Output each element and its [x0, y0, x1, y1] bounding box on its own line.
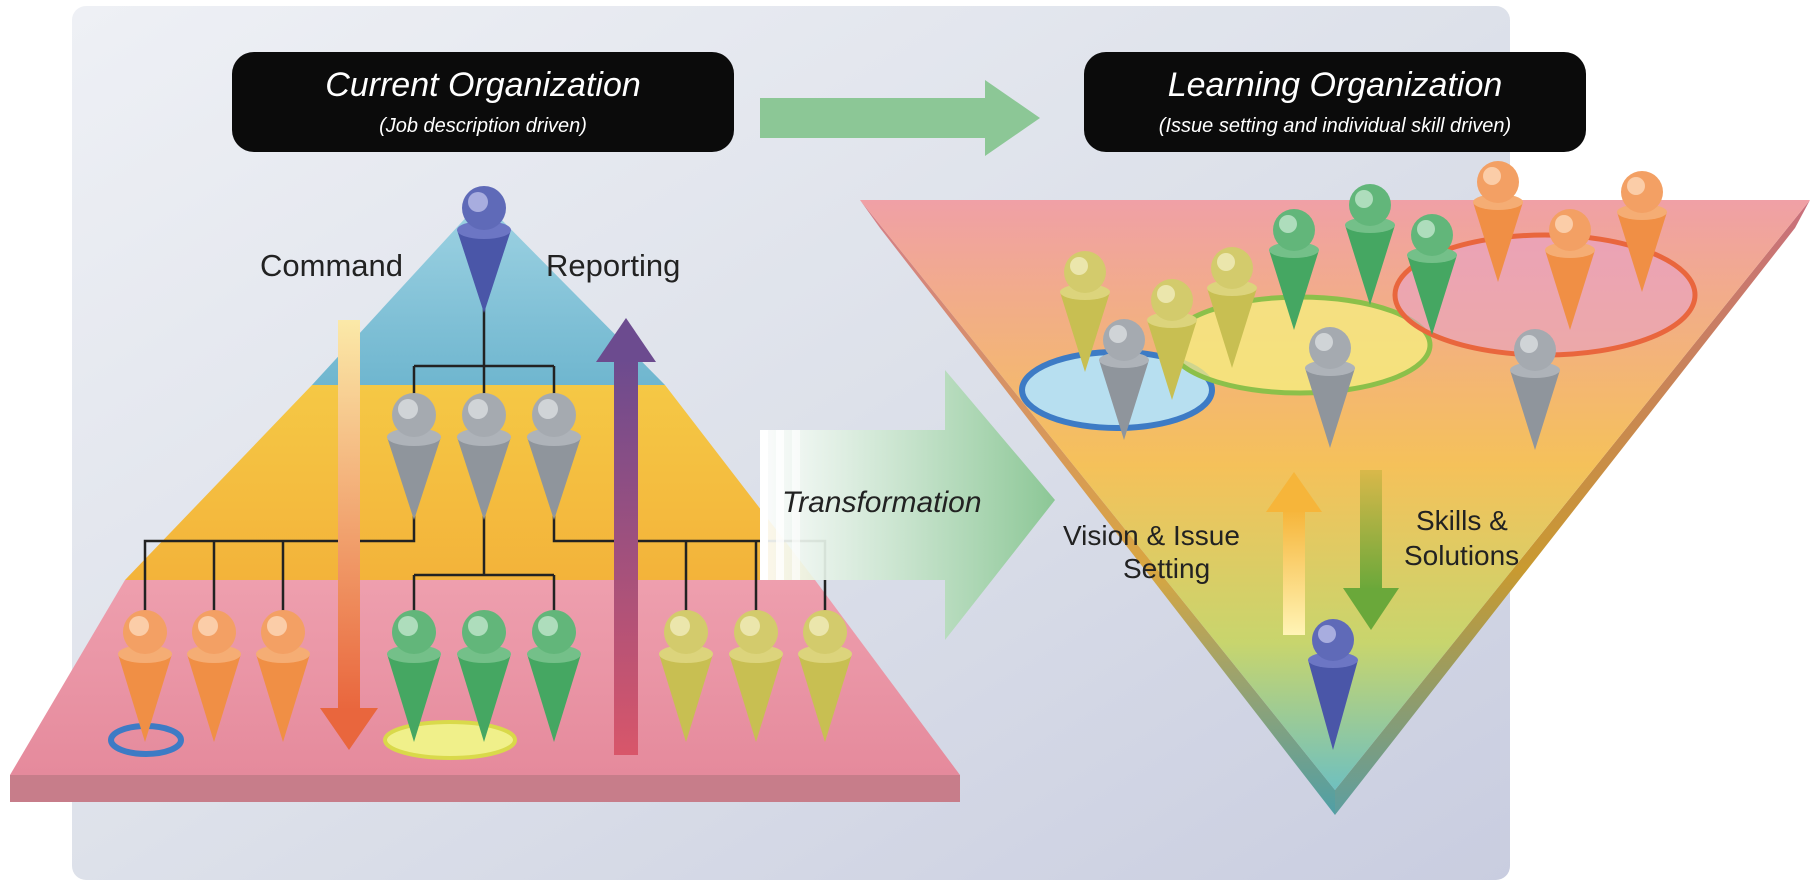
transformation-arrow — [760, 370, 1055, 640]
person-olive — [798, 610, 852, 742]
current-organization-subtitle: (Job description driven) — [379, 115, 587, 137]
person-olive — [729, 610, 783, 742]
learning-organization-subtitle: (Issue setting and individual skill driv… — [1159, 115, 1511, 137]
person-green — [1345, 184, 1395, 305]
person-green — [457, 610, 511, 742]
person-olive — [659, 610, 713, 742]
org-chart-lines — [143, 300, 827, 615]
reporting-arrow — [596, 318, 656, 755]
skills-solutions-label-line1: Skills & — [1416, 505, 1508, 536]
person-leader — [1308, 619, 1358, 750]
inverted-pyramid-right-edge — [1335, 200, 1810, 815]
inverted-pyramid-left-edge — [860, 200, 1335, 815]
current-organization-title-box: Current Organization (Job description dr… — [232, 52, 734, 152]
green-team-cycle-ring — [383, 720, 517, 760]
vision-issue-label-line1: Vision & Issue — [1063, 520, 1240, 551]
learning-organization-title-box: Learning Organization (Issue setting and… — [1084, 52, 1586, 152]
hierarchy-pyramid: Command Reporting — [10, 186, 960, 802]
person-leader — [457, 186, 511, 313]
person-gray — [1099, 319, 1149, 440]
skills-solutions-label-line2: Solutions — [1404, 540, 1519, 571]
person-manager — [457, 393, 511, 520]
person-olive — [1147, 279, 1197, 400]
person-olive — [1060, 251, 1110, 372]
person-orange — [1545, 209, 1595, 330]
person-green — [387, 610, 441, 742]
command-arrow — [320, 320, 378, 750]
green-team-cycle-ring — [1167, 294, 1433, 396]
pyramid-base-edge — [10, 775, 960, 802]
person-gray — [1510, 329, 1560, 450]
person-orange — [256, 610, 310, 742]
learning-organization-title: Learning Organization — [1168, 66, 1503, 104]
person-olive — [1207, 247, 1257, 368]
pyramid-middle-layer — [125, 385, 815, 580]
transformation-label: Transformation — [782, 486, 982, 519]
person-green — [527, 610, 581, 742]
person-orange — [1473, 161, 1523, 282]
person-orange — [1617, 171, 1667, 292]
person-gray — [1305, 327, 1355, 448]
person-orange — [187, 610, 241, 742]
vision-issue-label-line2: Setting — [1123, 553, 1210, 584]
reporting-label: Reporting — [546, 248, 680, 283]
vision-issue-up-arrow — [1266, 472, 1322, 635]
skills-solutions-down-arrow — [1343, 470, 1399, 630]
person-green — [1407, 214, 1457, 335]
person-manager — [387, 393, 441, 520]
command-label: Command — [260, 248, 403, 283]
title-transition-arrow — [760, 80, 1040, 156]
person-orange — [118, 610, 172, 742]
person-manager — [527, 393, 581, 520]
learning-inverted-pyramid: Vision & Issue Setting Skills & Solution… — [860, 161, 1810, 815]
person-green — [1269, 209, 1319, 330]
current-organization-title: Current Organization — [325, 66, 641, 104]
